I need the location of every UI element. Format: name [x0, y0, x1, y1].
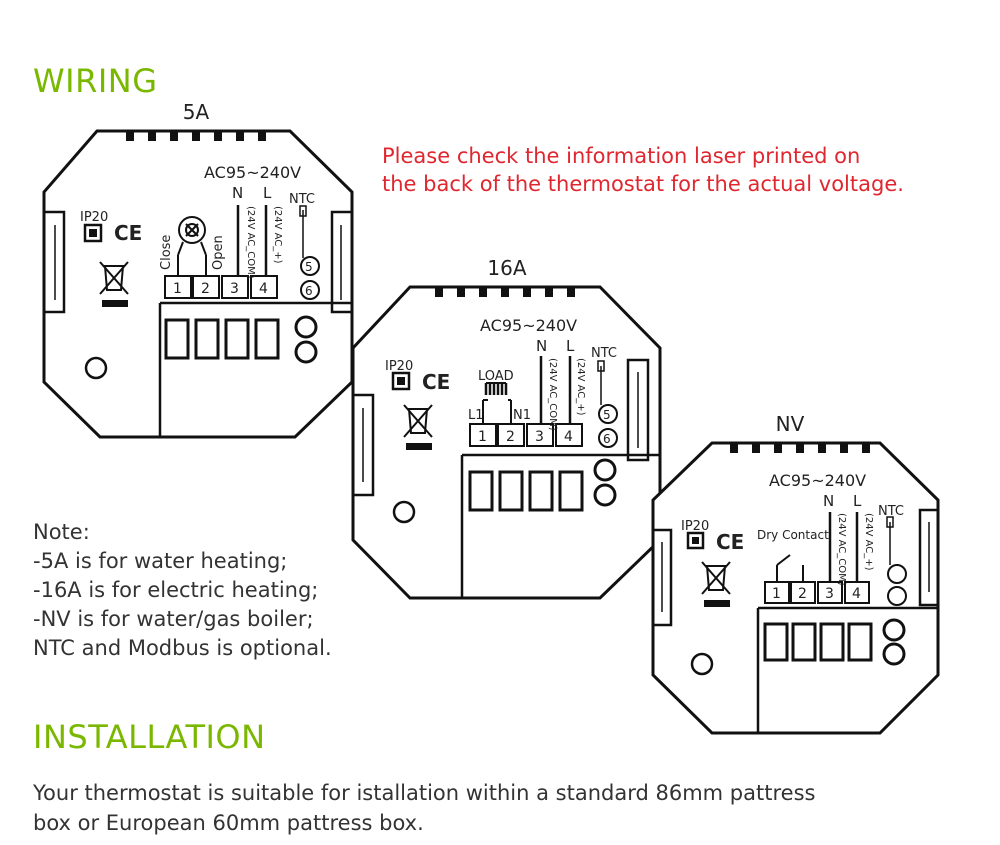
board-5a-open-label: Open: [211, 235, 226, 270]
board-16a-label: 16A: [487, 256, 527, 280]
board-5a-close-label: Close: [159, 235, 174, 270]
board-nv-text: AC95~240V N L NTC IP20 CE Dry Contact (2…: [681, 471, 904, 602]
installation-text: Your thermostat is suitable for istallat…: [33, 778, 815, 838]
board-16a-l-label: L: [566, 337, 575, 355]
board-nv: [651, 441, 940, 735]
board-16a-voltage: AC95~240V: [480, 316, 577, 335]
board-16a: [351, 285, 662, 600]
board-16a-ntc-terminal-5: 5: [603, 408, 611, 422]
warning-line-2: the back of the thermostat for the actua…: [382, 172, 904, 196]
board-5a-ntc-terminal-5: 5: [305, 260, 313, 274]
board-nv-terminal-2: 2: [798, 586, 807, 602]
board-nv-l-label: L: [853, 492, 862, 510]
board-5a-label: 5A: [182, 100, 210, 124]
board-16a-ce-mark: CE: [422, 370, 450, 394]
board-16a-text: AC95~240V N L NTC IP20 CE LOAD L1 N1 (24…: [385, 316, 617, 446]
board-16a-l1-label: L1: [468, 408, 484, 423]
board-5a-text: AC95~240V N L NTC IP20 CE Close Open (24…: [80, 163, 315, 298]
board-16a-terminal-3: 3: [535, 429, 544, 445]
board-5a-ntc-terminal-6: 6: [305, 284, 313, 298]
board-5a-ip-label: IP20: [80, 210, 108, 225]
board-16a-terminal-2: 2: [506, 429, 515, 445]
board-16a-l-sub: (24V AC_+): [575, 358, 586, 416]
board-5a: [42, 129, 354, 439]
board-5a-terminal-4: 4: [259, 281, 268, 297]
board-nv-ip-label: IP20: [681, 519, 709, 534]
board-5a-terminal-3: 3: [230, 281, 239, 297]
note-title: Note:: [33, 520, 90, 544]
board-nv-terminal-1: 1: [772, 586, 781, 602]
board-16a-n1-label: N1: [513, 408, 531, 423]
board-5a-l-sub: (24V AC_+): [272, 206, 283, 264]
board-nv-ntc-label: NTC: [878, 504, 904, 519]
wiring-heading: WIRING: [33, 62, 158, 100]
board-16a-ntc-label: NTC: [591, 346, 617, 361]
board-16a-n-sub: (24V AC_COM): [547, 358, 558, 431]
board-nv-voltage: AC95~240V: [769, 471, 866, 490]
installation-heading: INSTALLATION: [33, 718, 266, 756]
note-line-nv: -NV is for water/gas boiler;: [33, 607, 314, 631]
board-nv-n-sub: (24V AC_COM): [836, 513, 847, 586]
board-5a-voltage: AC95~240V: [204, 163, 301, 182]
note-line-16a: -16A is for electric heating;: [33, 578, 319, 602]
board-nv-label: NV: [775, 412, 805, 436]
board-16a-ip-label: IP20: [385, 359, 413, 374]
board-nv-l-sub: (24V AC_+): [863, 513, 874, 571]
note-line-optional: NTC and Modbus is optional.: [33, 636, 332, 660]
board-nv-n-label: N: [823, 492, 834, 510]
installation-line-1: Your thermostat is suitable for istallat…: [33, 781, 816, 805]
board-16a-terminal-1: 1: [478, 429, 487, 445]
board-5a-ntc-label: NTC: [289, 192, 315, 207]
note-block: Note: -5A is for water heating; -16A is …: [33, 518, 332, 663]
board-nv-dry-contact-label: Dry Contact: [757, 528, 829, 542]
board-16a-terminal-4: 4: [564, 429, 573, 445]
board-16a-n-label: N: [536, 337, 547, 355]
board-5a-n-sub: (24V AC_COM): [245, 206, 256, 279]
note-line-5a: -5A is for water heating;: [33, 549, 288, 573]
board-nv-ce-mark: CE: [716, 530, 744, 554]
board-5a-terminal-1: 1: [173, 281, 182, 297]
board-16a-ntc-terminal-6: 6: [603, 432, 611, 446]
board-16a-load-label: LOAD: [478, 369, 514, 384]
board-5a-l-label: L: [263, 184, 272, 202]
board-5a-terminal-2: 2: [201, 281, 210, 297]
warning-line-1: Please check the information laser print…: [382, 144, 861, 168]
board-nv-terminal-4: 4: [852, 586, 861, 602]
voltage-warning: Please check the information laser print…: [382, 142, 904, 198]
installation-line-2: box or European 60mm pattress box.: [33, 811, 424, 835]
board-5a-ce-mark: CE: [114, 221, 142, 245]
board-nv-terminal-3: 3: [825, 586, 834, 602]
board-5a-n-label: N: [232, 184, 243, 202]
